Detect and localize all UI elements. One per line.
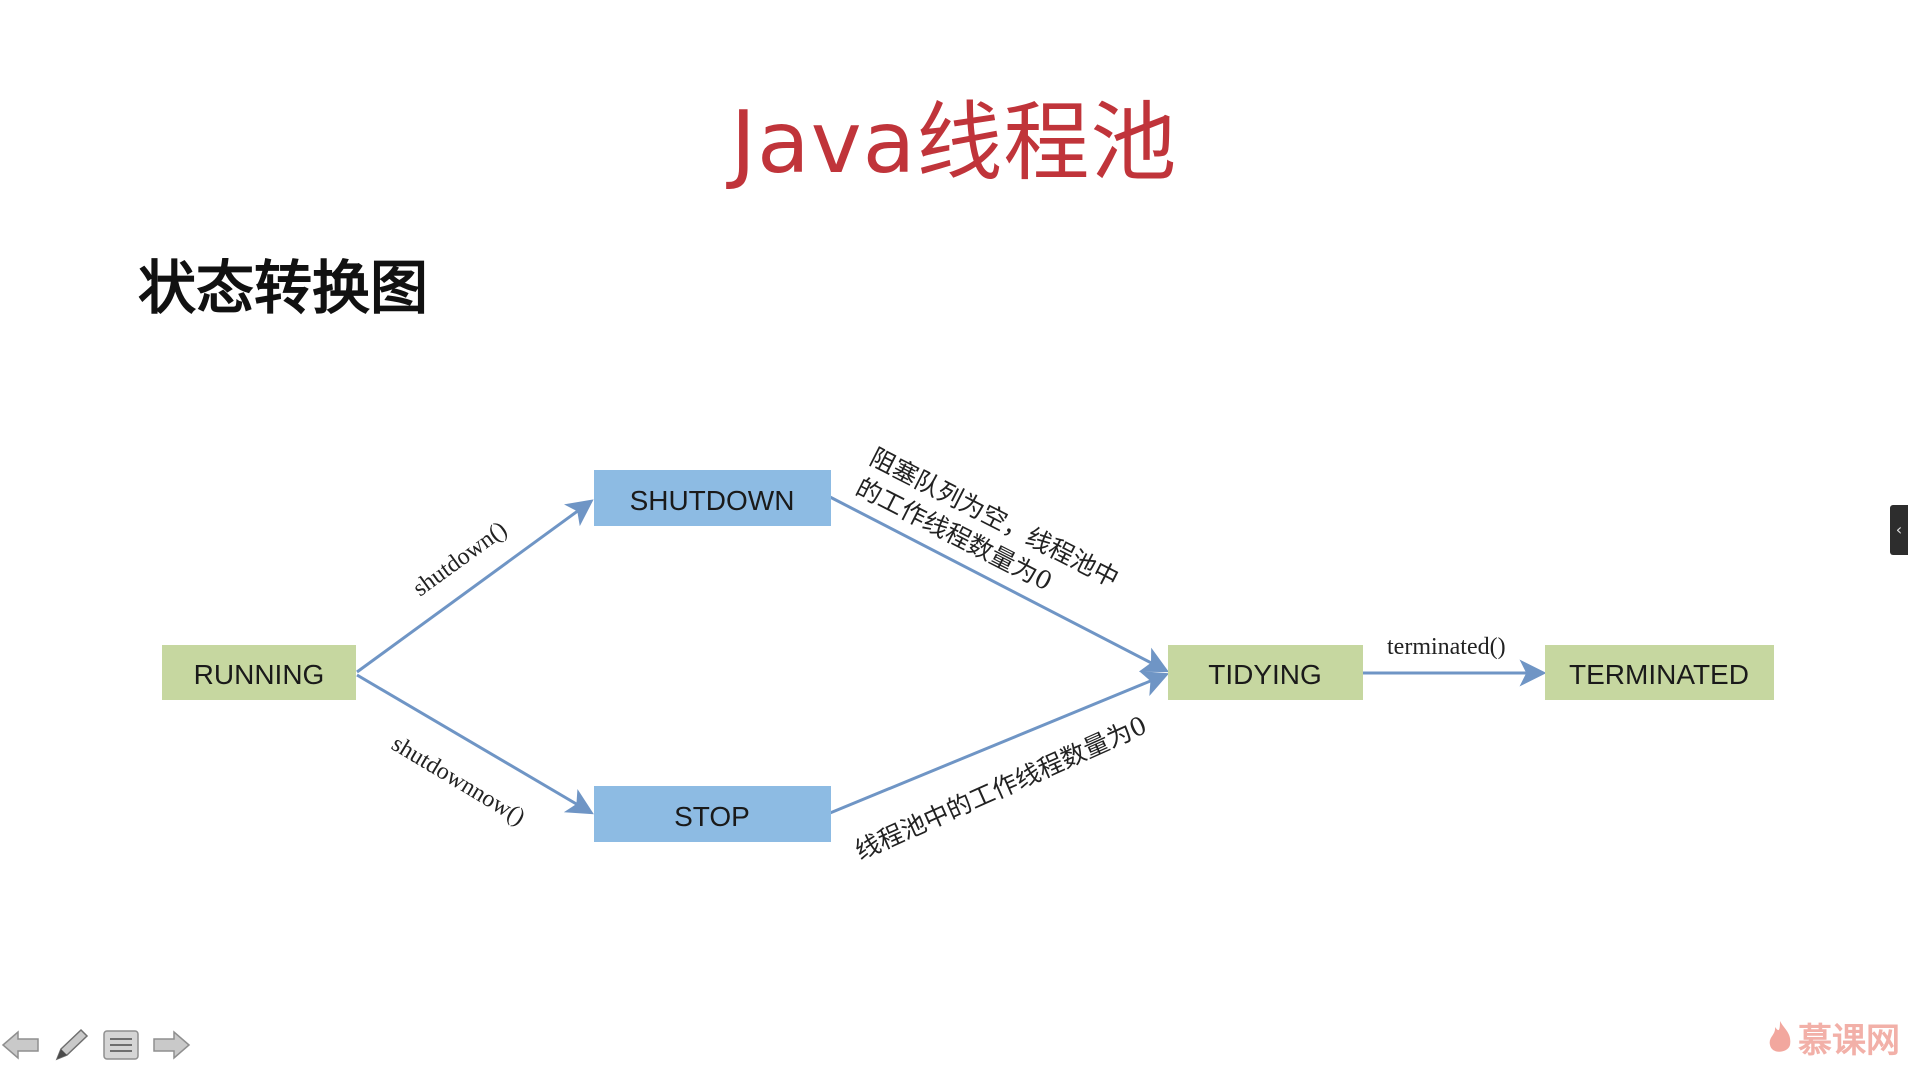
slide-title: Java线程池	[730, 93, 1178, 193]
state-label-terminated: TERMINATED	[1569, 659, 1749, 690]
edge-running-to-stop	[356, 673, 594, 815]
edge-running-to-shutdown	[356, 499, 594, 674]
edge-label-terminated: terminated()	[1387, 634, 1506, 660]
state-label-running: RUNNING	[194, 659, 325, 690]
state-node-tidying: TIDYING	[1168, 645, 1363, 700]
state-node-stop: STOP	[594, 786, 831, 842]
pen-icon[interactable]	[50, 1025, 92, 1065]
state-node-terminated: TERMINATED	[1545, 645, 1774, 700]
edge-shutdown-to-tidying	[829, 495, 1169, 673]
slide-subtitle: 状态转换图	[138, 254, 429, 322]
state-node-shutdown: SHUTDOWN	[594, 470, 831, 526]
arrow-left-icon[interactable]	[0, 1025, 42, 1065]
side-panel-toggle[interactable]: ‹	[1890, 505, 1908, 555]
menu-icon[interactable]	[100, 1025, 142, 1065]
flame-icon	[1769, 1020, 1791, 1052]
state-node-running: RUNNING	[162, 645, 356, 700]
edge-label-shutdownnow: shutdownnow()	[387, 731, 530, 831]
player-controls	[0, 1022, 192, 1068]
edge-label-stop-condition: 线程池中的工作线程数量为0	[851, 710, 1151, 865]
edge-label-shutdown: shutdown()	[408, 517, 512, 602]
watermark-text: 慕课网	[1798, 1021, 1900, 1061]
state-label-shutdown: SHUTDOWN	[630, 485, 795, 516]
edge-stop-to-tidying	[829, 671, 1170, 815]
state-label-tidying: TIDYING	[1208, 659, 1322, 690]
watermark: 慕课网	[1766, 1013, 1900, 1062]
arrow-right-icon[interactable]	[150, 1025, 192, 1065]
state-label-stop: STOP	[674, 801, 750, 832]
